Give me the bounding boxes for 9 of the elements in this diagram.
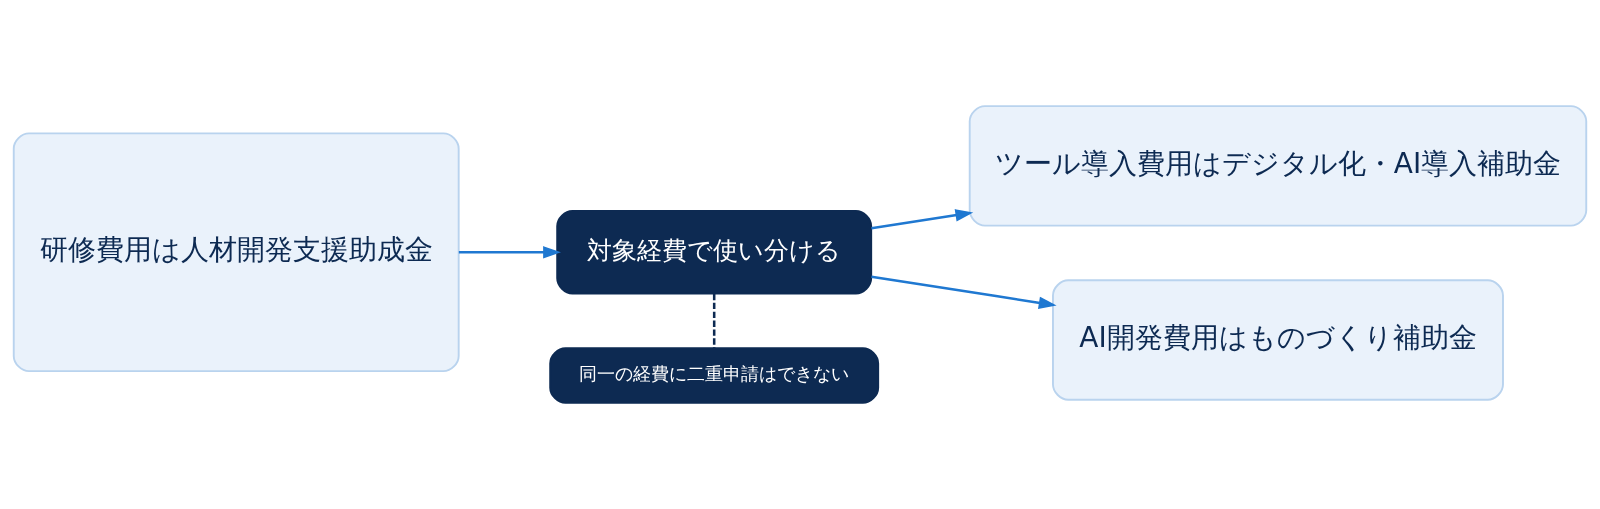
connector (712, 293, 716, 349)
arrow (871, 209, 974, 230)
node-box: 同一の経費に二重申請はできない (549, 347, 880, 404)
node-box: AI開発費用はものづくり補助金 (1052, 279, 1504, 401)
node-box: 研修費用は人材開発支援助成金 (12, 132, 460, 373)
arrow (871, 275, 1057, 309)
node-box: 対象経費で使い分ける (556, 210, 873, 295)
node-box: ツール導入費用はデジタル化・AI導入補助金 (968, 105, 1588, 227)
arrow (458, 246, 561, 259)
